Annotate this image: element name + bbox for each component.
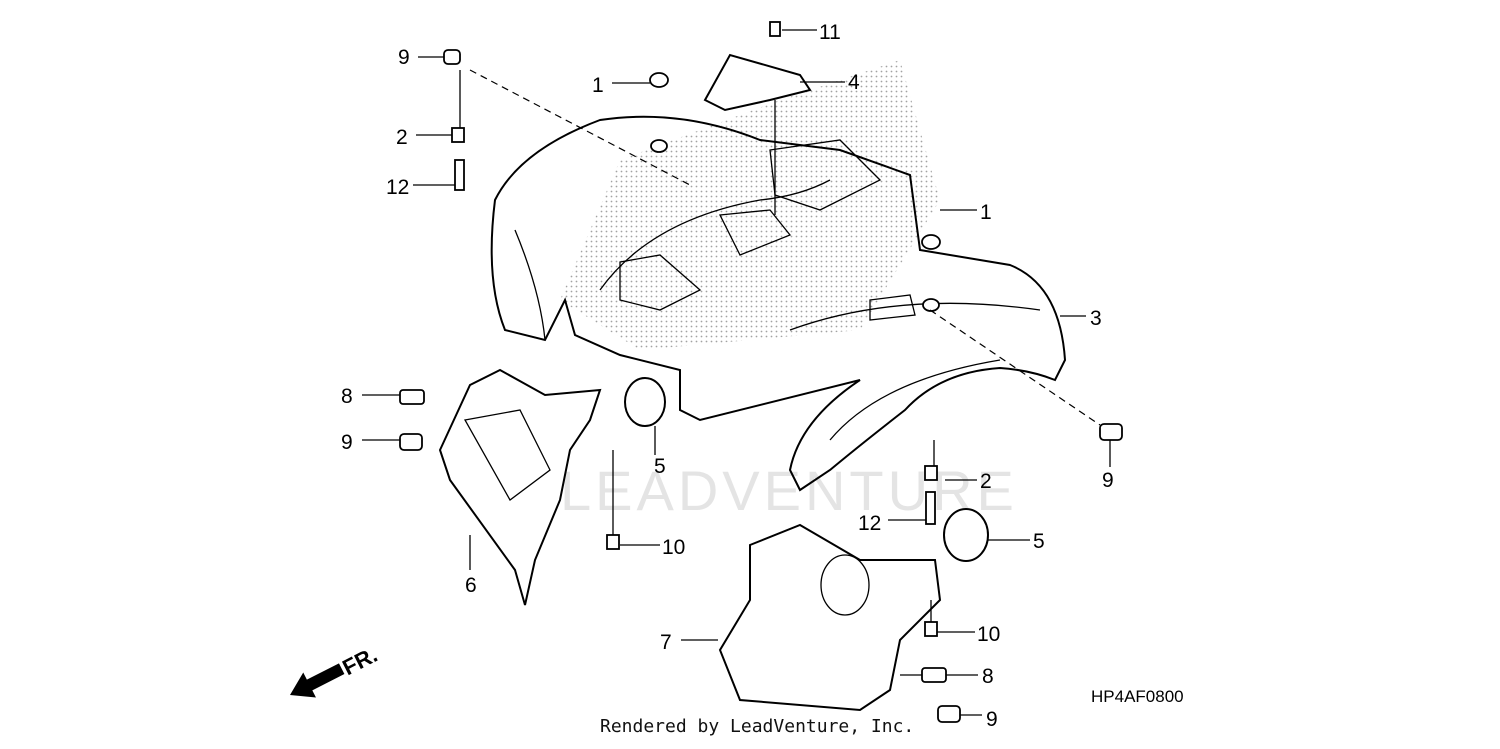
callout-11: 11: [819, 21, 841, 44]
clip-9: [937, 705, 961, 723]
collar-2: [924, 465, 938, 481]
assembly-line: [469, 69, 691, 186]
diagram-code: HP4AF0800: [1091, 687, 1184, 706]
callout-3: 3: [1090, 307, 1102, 330]
callout-1: 1: [980, 201, 992, 224]
bolt-12: [925, 491, 936, 525]
clip-9: [399, 433, 423, 451]
bolt-8: [399, 389, 425, 405]
callout-2: 2: [396, 126, 408, 149]
screw-10: [924, 621, 938, 637]
screw-11: [769, 21, 781, 37]
shading: [560, 60, 940, 350]
callout-9: 9: [1102, 469, 1114, 492]
clip-9: [443, 49, 461, 65]
leader-lines: [362, 29, 1111, 716]
callout-5: 5: [1033, 530, 1045, 553]
cover[interactable]: [703, 53, 812, 112]
watermark: LEADVENTURE: [560, 459, 1018, 522]
callout-4: 4: [848, 71, 860, 94]
front-label: FR.: [338, 642, 381, 680]
callout-8: 8: [341, 385, 353, 408]
callout-9: 9: [398, 46, 410, 69]
collar-2: [451, 127, 465, 143]
callout-labels: 9 2 12 1 11 4 1 3 8 9 5 9 2 12 5 10 6 7 …: [341, 21, 1114, 731]
grommet-1: [921, 234, 941, 250]
assembly-line: [929, 309, 1101, 426]
bolt-8: [921, 667, 947, 683]
callout-10: 10: [662, 536, 685, 559]
callout-8: 8: [982, 665, 994, 688]
front-arrow-icon: FR.: [290, 642, 381, 698]
clip-9: [1099, 423, 1123, 441]
callout-12: 12: [386, 176, 409, 199]
callout-2: 2: [980, 470, 992, 493]
bolt-12: [454, 159, 465, 191]
screw-10: [606, 534, 620, 550]
inner-fender-right[interactable]: [438, 368, 602, 606]
callout-1: 1: [592, 74, 604, 97]
fasteners: [399, 21, 1123, 723]
front-fender[interactable]: [490, 115, 1067, 492]
seal-ring[interactable]: [624, 377, 666, 427]
callout-10: 10: [977, 623, 1000, 646]
callout-7: 7: [660, 631, 672, 654]
callout-12: 12: [858, 512, 881, 535]
callout-6: 6: [465, 574, 477, 597]
grommet-1: [922, 298, 940, 312]
callout-9: 9: [986, 708, 998, 731]
callout-5: 5: [654, 455, 666, 478]
callout-9: 9: [341, 431, 353, 454]
inner-fender-left[interactable]: [718, 523, 942, 712]
credit-text: Rendered by LeadVenture, Inc.: [600, 716, 915, 737]
grommet-1: [650, 139, 668, 153]
seal-ring[interactable]: [943, 508, 989, 562]
grommet-1: [649, 72, 669, 88]
